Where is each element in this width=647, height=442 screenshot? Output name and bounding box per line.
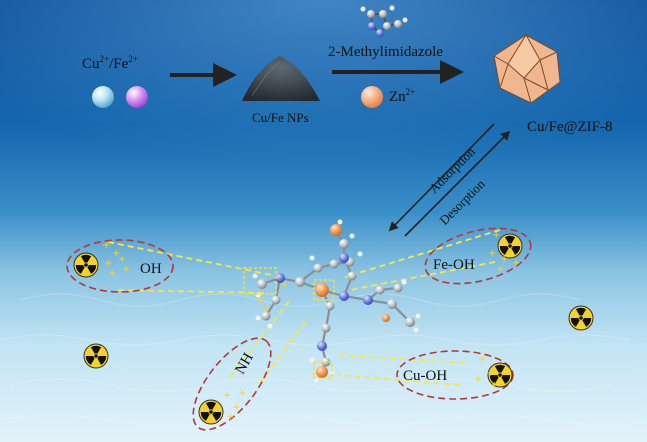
cu-oh-site-label: Cu-OH [403,368,448,384]
sparkle-marker: + [102,240,110,251]
sparkle-marker: + [512,258,520,269]
sparkle-marker: + [232,402,240,413]
radiation-icon [497,233,523,259]
radiation-icon [487,362,513,388]
sparkle-marker: + [474,374,482,385]
sparkle-marker: + [238,388,246,399]
sparkle-marker: + [226,412,234,423]
oh-site-label: OH [140,261,162,277]
sparkle-marker: + [500,254,508,265]
cu-ion-charge: 2+ [99,54,110,64]
radiation-icon [198,399,224,425]
sparkle-marker: + [104,258,112,269]
nps-label: Cu/Fe NPs [252,110,309,125]
sparkle-marker: + [488,248,496,259]
fe-ion-sphere-icon [126,86,148,108]
fe-ion-charge: 2+ [128,54,138,64]
sparkle-marker: + [118,254,126,265]
sparkle-marker: + [223,390,231,401]
desorption-arrow [404,130,511,237]
nh-site-ellipse [192,337,272,431]
rhombic-dodecahedron-crystal-icon [493,34,561,104]
linker-label: 2-Methylimidazole [328,44,443,60]
sparkle-marker: + [256,296,264,307]
sparkle-marker: + [122,264,130,275]
sparkle-marker: + [478,354,486,365]
sparkle-marker: + [486,368,494,379]
ion-label: Cu2+/Fe2+ [82,54,138,72]
nanoparticle-pile-icon [242,56,320,101]
adsorption-arrow [388,123,495,232]
cu-oh-site-ellipse [396,350,514,400]
fe-ion-label: Fe [113,56,129,72]
sparkle-marker: + [112,248,120,259]
zn-ion-charge: 2+ [405,87,416,97]
sparkle-marker: + [262,304,270,315]
zn-label: Zn2+ [389,87,416,105]
product-label: Cu/Fe@ZIF-8 [527,119,613,135]
binding-link-lines [107,229,501,386]
cu-ion-sphere-icon [92,86,114,108]
cu-ion-label: Cu [82,56,100,72]
fe-oh-site-ellipse [424,227,532,285]
zif8-molecular-model [243,219,421,383]
sparkle-marker: + [496,264,504,275]
sparkle-marker: + [490,380,498,391]
radiation-icon [83,343,109,369]
ion-separator: / [109,56,114,72]
zn-ion-sphere-icon [361,86,383,108]
oh-site-ellipse [66,239,174,293]
sparkle-marker: + [280,280,288,291]
radiation-icon [73,252,99,278]
sparkle-marker: + [108,268,116,279]
radiation-icon [568,305,594,331]
fe-oh-site-label: Fe-OH [433,257,475,273]
methylimidazole-molecule-icon [360,5,408,37]
sparkle-marker: + [492,230,500,241]
zn-ion-label: Zn [389,89,406,105]
